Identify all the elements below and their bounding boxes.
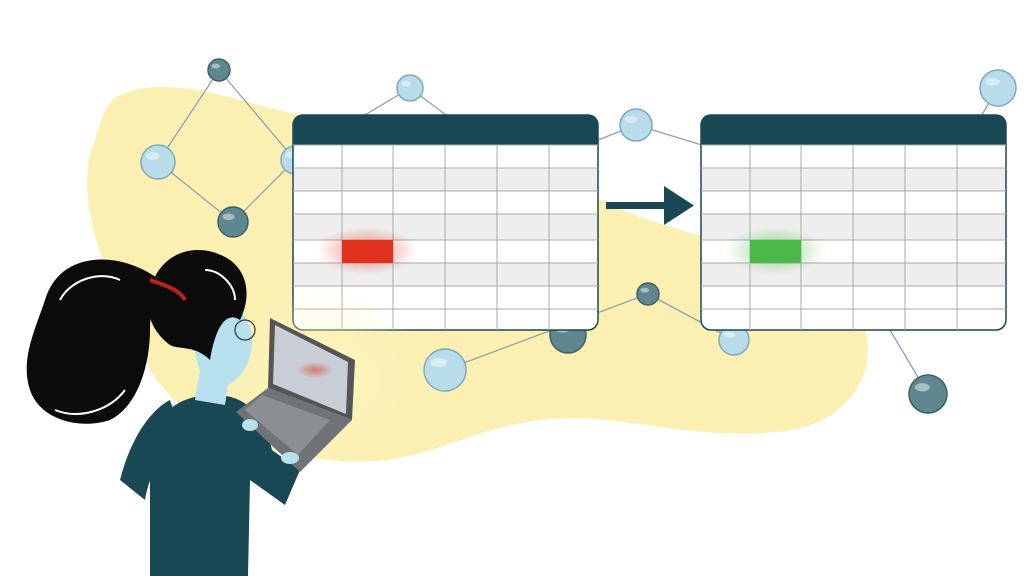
network-node-icon	[207, 58, 231, 82]
table-header	[293, 115, 598, 145]
network-node-icon	[619, 108, 653, 142]
sweater	[150, 395, 300, 576]
person	[26, 250, 430, 576]
table-before-icon	[292, 114, 599, 331]
highlighted-cell	[342, 240, 393, 263]
network-node-icon	[908, 374, 948, 414]
network-nodes	[140, 58, 1017, 414]
network-node-icon	[423, 348, 467, 392]
ponytail	[26, 259, 160, 424]
network-node-icon	[979, 69, 1017, 107]
hair	[148, 250, 247, 360]
arrow-right-icon	[606, 186, 694, 225]
network-node-icon	[396, 74, 424, 102]
laptop-icon	[236, 318, 355, 472]
network-node-icon	[636, 282, 660, 306]
table-after-icon	[700, 114, 1007, 331]
network-node-icon	[217, 206, 249, 238]
highlighted-cell	[750, 240, 801, 263]
table-header	[701, 115, 1006, 145]
network-node-icon	[140, 144, 176, 180]
